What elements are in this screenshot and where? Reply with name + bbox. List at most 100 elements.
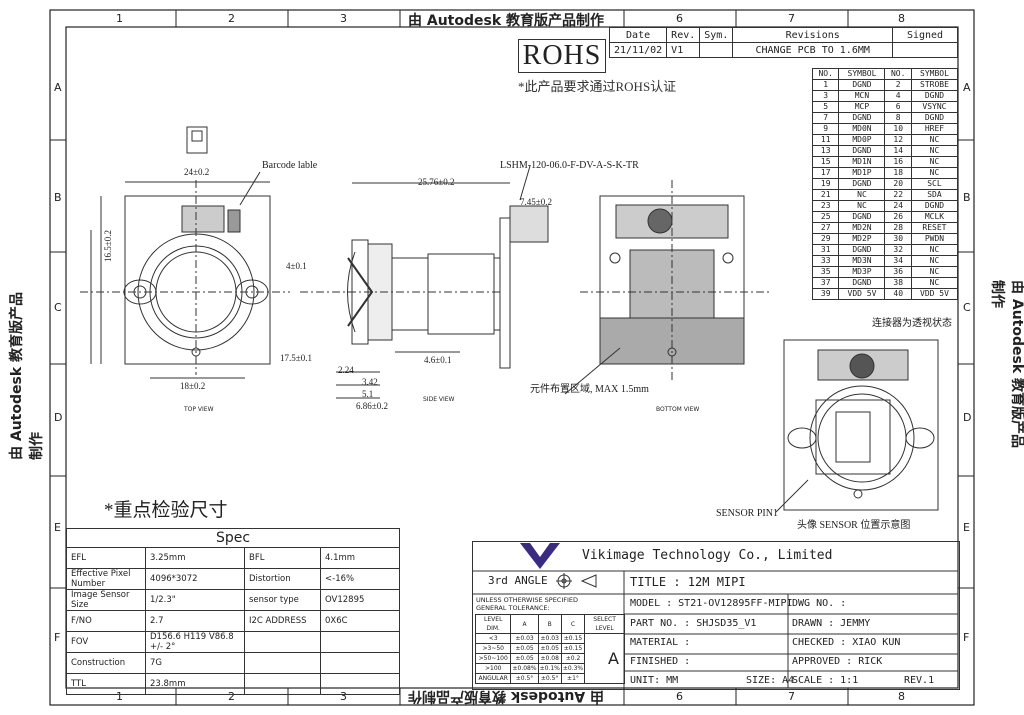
spec-cell [320, 631, 400, 653]
spec-cell: Image Sensor Size [66, 589, 146, 611]
projection-icon [556, 573, 597, 589]
spec-cell [244, 673, 321, 695]
spec-cell: 4.1mm [320, 547, 400, 569]
col-label-7: 7 [788, 12, 795, 25]
tol-cell: ±0.15 [560, 643, 586, 654]
row-label-a: A [54, 81, 62, 94]
part-number-field: PART NO. : SHJSD35_V1 [630, 618, 757, 629]
col-label-6-bottom: 6 [676, 690, 683, 703]
tol-header-select: SELECT LEVEL [584, 614, 625, 634]
drawn-by-field: DRAWN : JEMMY [792, 618, 871, 629]
spec-cell [320, 652, 400, 674]
tol-cell: ±0.03 [537, 633, 562, 644]
tol-cell: ±0.08 [537, 653, 562, 664]
spec-cell: F/NO [66, 610, 146, 632]
barcode-label: Barcode lable [262, 160, 318, 171]
spec-cell: 1/2.3" [145, 589, 245, 611]
spec-cell: TTL [66, 673, 146, 695]
row-label-b: B [54, 191, 62, 204]
col-label-7-bottom: 7 [788, 690, 795, 703]
dim-height: 16.5±0.2 [102, 230, 113, 262]
col-label-1: 1 [116, 12, 123, 25]
component-area-label: 元件布置区域, MAX 1.5mm [530, 384, 649, 395]
sensor-position-drawing [783, 339, 939, 511]
row-label-d: D [54, 411, 63, 424]
tol-header-b: B [537, 614, 562, 634]
spec-cell: I2C ADDRESS [244, 610, 321, 632]
spec-cell: D156.6 H119 V86.8 +/- 2° [145, 631, 245, 653]
dim-bottom: 18±0.2 [180, 381, 206, 391]
spec-cell: 23.8mm [145, 673, 245, 695]
row-label-f-right: F [963, 631, 970, 644]
tol-row: >3~50±0.05±0.05±0.15 [474, 643, 625, 654]
finished-field: FINISHED : [630, 656, 691, 667]
row-label-e: E [54, 521, 61, 534]
spec-cell [244, 631, 321, 653]
approved-by-field: APPROVED : RICK [792, 656, 883, 667]
spec-cell: BFL [244, 547, 321, 569]
rev-signed [892, 42, 958, 58]
dim-width: 24±0.2 [184, 167, 210, 177]
col-label-2: 2 [228, 12, 235, 25]
pin-cell: 7 [811, 112, 840, 124]
dim-barrel: 4.6±0.1 [424, 355, 452, 365]
tol-cell: <3 [474, 633, 512, 644]
tol-row: <3±0.03±0.03±0.15 [474, 633, 625, 684]
col-label-2-bottom: 2 [228, 690, 235, 703]
row-label-d-right: D [963, 411, 972, 424]
tol-cell: >100 [474, 663, 512, 674]
tol-cell: ±0.15 [560, 633, 586, 644]
row-label-b-right: B [963, 191, 971, 204]
spec-cell: 3.25mm [145, 547, 245, 569]
spec-cell: <-16% [320, 568, 400, 590]
tol-cell: ±0.5° [510, 673, 539, 684]
sensor-pin1-label: SENSOR PIN1 [716, 508, 778, 519]
spec-title: Spec [66, 528, 400, 548]
spec-cell: EFL [66, 547, 146, 569]
connector-label: LSHM-120-06.0-F-DV-A-S-K-TR [500, 160, 639, 171]
col-label-6: 6 [676, 12, 683, 25]
tol-cell: ±0.05 [510, 643, 539, 654]
tol-cell: ±0.2 [560, 653, 586, 664]
spec-cell: FOV [66, 631, 146, 653]
col-label-8-bottom: 8 [898, 690, 905, 703]
dwg-number-field: DWG NO. : [792, 598, 847, 609]
tol-cell: ±1° [560, 673, 586, 684]
rev-sym [699, 42, 734, 58]
rohs-note: *此产品要求通过ROHS认证 [518, 79, 677, 94]
drawing-title: TITLE : 12M MIPI [630, 575, 746, 589]
side-view-drawing [300, 182, 549, 399]
tol-cell: ±0.05 [537, 643, 562, 654]
rohs-logo: ROHS [518, 39, 606, 73]
dim-b: 3.42 [362, 377, 378, 387]
bottom-view-drawing [580, 180, 770, 380]
pin-cell: VDD 5V [910, 288, 959, 300]
spec-cell: 7G [145, 652, 245, 674]
row-label-f: F [54, 631, 61, 644]
tol-header-a: A [510, 614, 539, 634]
dim-d: 6.86±0.2 [356, 401, 388, 411]
checked-by-field: CHECKED : XIAO KUN [792, 637, 901, 648]
spec-cell: OV12895 [320, 589, 400, 611]
revision-field: REV.1 [904, 675, 935, 686]
pin-cell: 40 [884, 288, 912, 300]
row-label-c: C [54, 301, 62, 314]
tol-cell: >50~100 [474, 653, 512, 664]
title-block-lines [472, 543, 958, 688]
tol-cell: ±0.1% [537, 663, 562, 674]
